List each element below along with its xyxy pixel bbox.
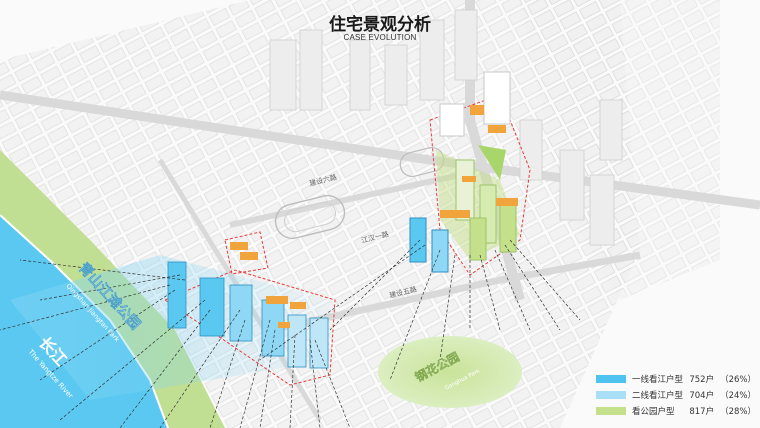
parkside-towers <box>409 71 520 273</box>
legend-count: 817户 <box>689 407 715 417</box>
legend-count: 704户 <box>689 391 715 401</box>
park-podium-orange <box>440 105 518 218</box>
legend-percent: （26%） <box>720 375 756 385</box>
view-lines <box>0 239 581 428</box>
sports-field <box>274 146 445 240</box>
legend-label: 二线看江户型 <box>632 391 684 401</box>
podium-orange <box>230 242 306 328</box>
page-subtitle: CASE EVOLUTION <box>343 33 417 42</box>
legend-swatch <box>596 391 626 399</box>
riverside-towers <box>167 261 329 369</box>
legend-item: 二线看江户型 704户 （24%） <box>596 387 756 403</box>
legend-item: 一线看江户型 752户 （26%） <box>596 371 756 387</box>
legend-swatch <box>596 375 626 383</box>
legend-label: 看公园户型 <box>632 407 675 417</box>
legend-label: 一线看江户型 <box>632 375 684 385</box>
legend-percent: （24%） <box>720 391 756 401</box>
legend: 一线看江户型 752户 （26%） 二线看江户型 704户 （24%） 看公园户… <box>596 371 756 419</box>
ganghua-park <box>378 336 522 408</box>
page-title: 住宅景观分析 <box>329 15 431 35</box>
legend-item: 看公园户型 817户 （28%） <box>596 403 756 419</box>
background-towers <box>269 9 623 246</box>
legend-count: 752户 <box>689 375 715 385</box>
legend-swatch <box>596 407 626 415</box>
legend-percent: （28%） <box>720 407 756 417</box>
